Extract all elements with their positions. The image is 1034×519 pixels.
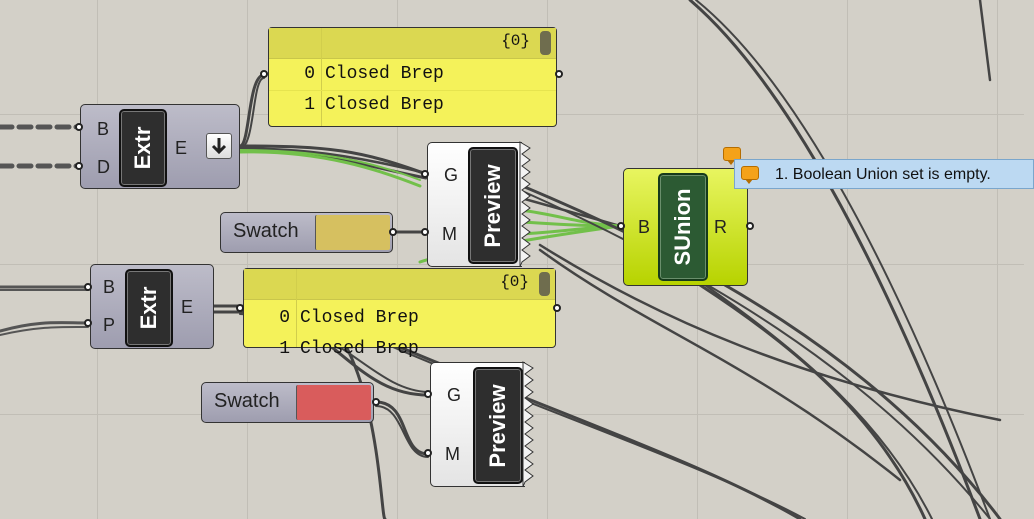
wire-long-3: [698, 283, 927, 519]
swatch-label: Swatch: [233, 220, 299, 242]
list-item: 0 Closed Brep: [269, 59, 556, 91]
panel-header: [269, 28, 556, 59]
preview-bottom-input-g-grip[interactable]: [424, 390, 432, 398]
input-port-b[interactable]: B: [638, 217, 651, 237]
component-label: SUnion: [658, 173, 708, 281]
preview-bottom-jagged-edge: [522, 361, 534, 488]
panel-top-input-grip[interactable]: [260, 70, 268, 78]
component-label: Extr: [119, 109, 167, 187]
wire-long-2: [518, 183, 1002, 519]
swatch-component-bottom[interactable]: Swatch: [201, 382, 374, 423]
list-item: 0 Closed Brep: [279, 308, 419, 328]
swatch-color[interactable]: [296, 385, 371, 420]
extrude-top-input-b-grip[interactable]: [75, 123, 83, 131]
arrow-down-icon[interactable]: [206, 133, 232, 159]
input-port-m[interactable]: M: [445, 444, 460, 464]
input-port-g[interactable]: G: [444, 165, 459, 185]
panel-top[interactable]: {0} 0 Closed Brep 1 Closed Brep: [268, 27, 557, 127]
output-port-r[interactable]: R: [714, 217, 727, 237]
list-item: 1 Closed Brep: [304, 95, 444, 115]
extrude-top-input-d-grip[interactable]: [75, 162, 83, 170]
wire-long-4: [538, 248, 902, 482]
wire-input-p-bottom: [0, 321, 90, 333]
input-port-p[interactable]: P: [103, 315, 116, 335]
tooltip-message: 1. Boolean Union set is empty.: [775, 166, 991, 183]
panel-header: [244, 269, 555, 300]
component-label: Extr: [125, 269, 173, 347]
preview-component-bottom[interactable]: G M Preview: [430, 362, 525, 487]
swatch-bottom-output-grip[interactable]: [372, 398, 380, 406]
warning-tooltip: 1. Boolean Union set is empty.: [734, 159, 1034, 189]
warning-bubble-icon[interactable]: [723, 147, 741, 165]
input-port-m[interactable]: M: [442, 224, 457, 244]
swatch-component-top[interactable]: Swatch: [220, 212, 393, 253]
panel-top-output-grip[interactable]: [555, 70, 563, 78]
swatch-top-output-grip[interactable]: [389, 228, 397, 236]
swatch-color[interactable]: [315, 215, 390, 250]
panel-scrollbar[interactable]: [539, 272, 550, 296]
preview-top-input-m-grip[interactable]: [421, 228, 429, 236]
panel-path-label: {0}: [501, 32, 530, 50]
extrude-bottom-input-b-grip[interactable]: [84, 283, 92, 291]
input-port-b[interactable]: B: [103, 277, 116, 297]
solid-union-component[interactable]: B SUnion R: [623, 168, 748, 286]
input-port-d[interactable]: D: [97, 157, 110, 177]
input-port-g[interactable]: G: [447, 385, 462, 405]
extrude-bottom-input-p-grip[interactable]: [84, 319, 92, 327]
preview-component-top[interactable]: G M Preview: [427, 142, 522, 267]
input-port-b[interactable]: B: [97, 119, 110, 139]
extrude-component-top[interactable]: B D Extr E: [80, 104, 240, 189]
warning-bubble-icon: [741, 166, 759, 184]
preview-top-input-g-grip[interactable]: [421, 170, 429, 178]
list-item: 1 Closed Brep: [279, 339, 419, 359]
preview-top-jagged-edge: [519, 141, 531, 268]
sunion-output-grip[interactable]: [746, 222, 754, 230]
wire-extr-to-panel-top: [238, 73, 266, 148]
sunion-input-grip[interactable]: [617, 222, 625, 230]
panel-bottom[interactable]: {0} 0 Closed Brep 1 Closed Brep: [243, 268, 556, 359]
panel-bottom-input-grip[interactable]: [236, 304, 244, 312]
wire-extr-to-preview: [238, 144, 428, 176]
panel-scrollbar[interactable]: [540, 31, 551, 55]
preview-bottom-input-m-grip[interactable]: [424, 449, 432, 457]
wire-swatch-to-preview-bottom: [374, 400, 430, 456]
output-port-e[interactable]: E: [181, 297, 194, 317]
output-port-e[interactable]: E: [175, 138, 188, 158]
panel-path-label: {0}: [500, 273, 529, 291]
component-label: Preview: [468, 147, 518, 264]
extrude-component-bottom[interactable]: B P Extr E: [90, 264, 214, 349]
component-label: Preview: [473, 367, 523, 484]
panel-bottom-output-grip[interactable]: [553, 304, 561, 312]
swatch-label: Swatch: [214, 390, 280, 412]
